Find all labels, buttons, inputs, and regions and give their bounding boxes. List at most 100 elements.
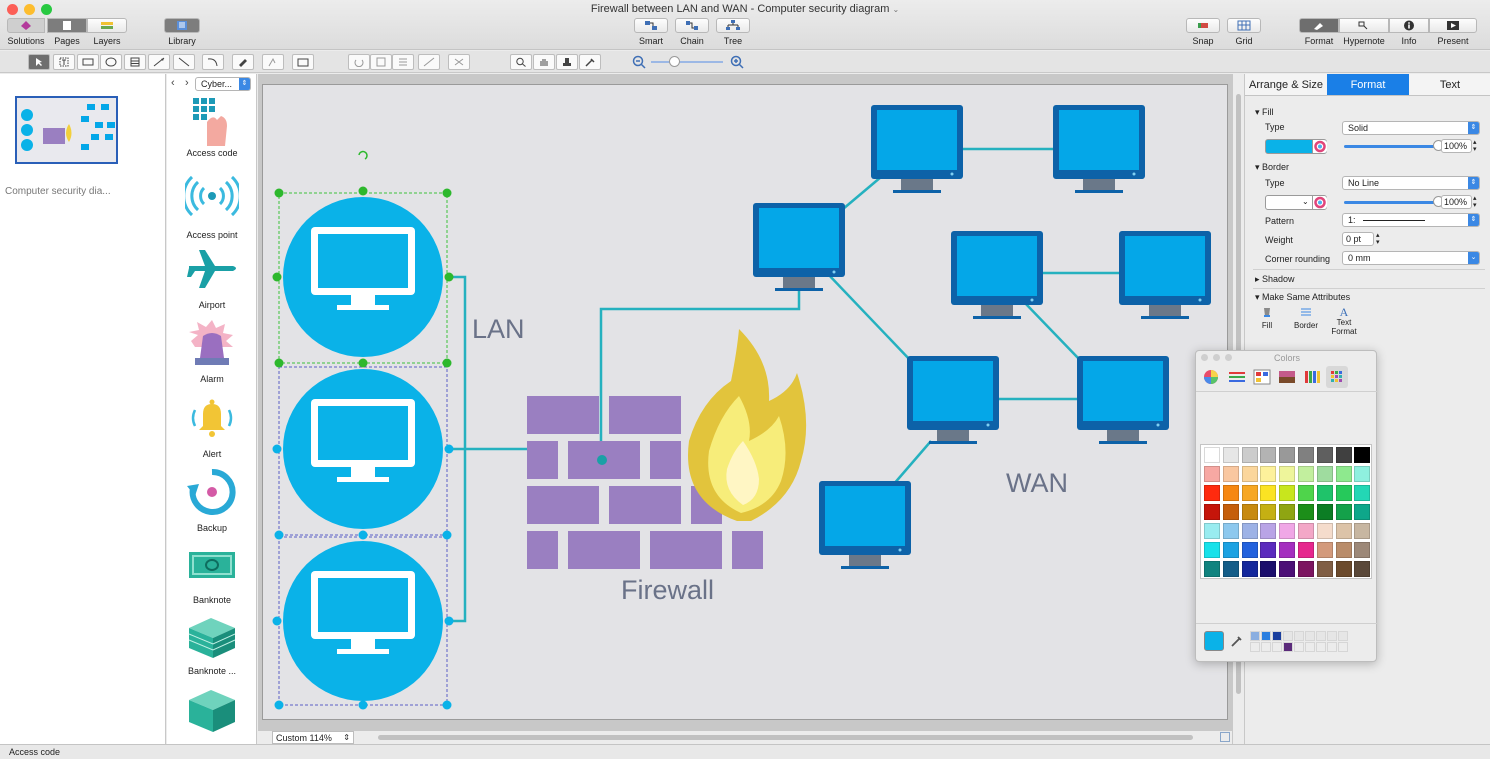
- zoom-slider-knob[interactable]: [669, 56, 680, 67]
- color-swatch[interactable]: [1222, 561, 1239, 577]
- color-swatch[interactable]: [1260, 466, 1277, 482]
- color-swatch[interactable]: [1354, 523, 1371, 539]
- border-opacity-stepper[interactable]: ▴▾: [1473, 195, 1477, 209]
- color-swatch[interactable]: [1335, 466, 1352, 482]
- library-item-access-code[interactable]: Access code: [167, 94, 257, 158]
- zoom-out-icon[interactable]: [632, 55, 646, 72]
- color-swatch[interactable]: [1335, 504, 1352, 520]
- fill-opacity-stepper[interactable]: ▴▾: [1473, 139, 1477, 153]
- pencils-icon[interactable]: [1303, 369, 1321, 388]
- lan-computer-2[interactable]: [283, 369, 443, 529]
- color-swatch[interactable]: [1316, 561, 1333, 577]
- make-same-section-toggle[interactable]: ▾ Make Same Attributes: [1255, 292, 1351, 302]
- color-swatch[interactable]: [1204, 447, 1220, 463]
- favorite-swatch[interactable]: [1327, 642, 1337, 652]
- color-swatch[interactable]: [1279, 504, 1296, 520]
- align-tool-button[interactable]: [392, 54, 414, 70]
- select-tool-button[interactable]: [28, 54, 50, 70]
- fill-color-picker-icon[interactable]: [1312, 140, 1327, 153]
- color-swatch[interactable]: [1279, 466, 1296, 482]
- zoom-in-icon[interactable]: [730, 55, 744, 72]
- color-swatch[interactable]: [1260, 523, 1277, 539]
- color-swatch[interactable]: [1241, 447, 1258, 463]
- ellipse-tool-button[interactable]: [100, 54, 122, 70]
- color-swatch[interactable]: [1316, 504, 1333, 520]
- border-color-picker-icon[interactable]: [1312, 196, 1327, 209]
- color-swatch[interactable]: [1204, 504, 1220, 520]
- pen-tool-button[interactable]: [232, 54, 254, 70]
- color-swatch[interactable]: [1260, 561, 1277, 577]
- wan-computer-5[interactable]: [1119, 231, 1211, 319]
- color-swatch[interactable]: [1279, 447, 1296, 463]
- color-swatch[interactable]: [1335, 542, 1352, 558]
- library-item-banknote[interactable]: Banknote: [167, 544, 257, 605]
- color-swatch[interactable]: [1279, 542, 1296, 558]
- color-swatch[interactable]: [1354, 466, 1371, 482]
- image-palettes-icon[interactable]: [1278, 369, 1296, 388]
- snap-button[interactable]: Snap: [1186, 18, 1220, 46]
- color-swatch[interactable]: [1335, 561, 1352, 577]
- color-swatch[interactable]: [1204, 542, 1220, 558]
- distribute-tool-button[interactable]: [418, 54, 440, 70]
- color-swatch[interactable]: [1260, 542, 1277, 558]
- library-dropdown[interactable]: Cyber...⇕: [195, 77, 251, 91]
- smart-connector-button[interactable]: Smart: [634, 18, 668, 46]
- favorite-swatch[interactable]: [1272, 642, 1282, 652]
- library-item-access-point[interactable]: Access point: [167, 174, 257, 240]
- favorite-swatch[interactable]: [1338, 642, 1348, 652]
- border-opacity-slider[interactable]: [1344, 201, 1436, 204]
- color-swatch[interactable]: [1204, 561, 1220, 577]
- wan-computer-2[interactable]: [1053, 105, 1145, 193]
- flip-tool-button[interactable]: [448, 54, 470, 70]
- drawing-canvas[interactable]: LAN WAN Firewall: [262, 84, 1228, 720]
- weight-stepper[interactable]: ▴▾: [1376, 232, 1380, 246]
- favorite-swatch[interactable]: [1305, 631, 1315, 641]
- chain-button[interactable]: Chain: [675, 18, 709, 46]
- make-same-fill-button[interactable]: Fill: [1255, 306, 1279, 330]
- tab-text[interactable]: Text: [1409, 74, 1490, 96]
- fill-opacity-slider[interactable]: [1344, 145, 1436, 148]
- border-section-toggle[interactable]: ▾ Border: [1255, 162, 1290, 172]
- favorite-swatch[interactable]: [1272, 631, 1282, 641]
- color-swatch[interactable]: [1222, 542, 1239, 558]
- color-swatch[interactable]: [1241, 542, 1258, 558]
- horizontal-scroll-thumb[interactable]: [378, 735, 1193, 740]
- color-swatch[interactable]: [1298, 542, 1314, 558]
- info-button[interactable]: Info: [1389, 18, 1429, 46]
- color-swatch[interactable]: [1335, 523, 1352, 539]
- group-tool-button[interactable]: [370, 54, 392, 70]
- color-swatch[interactable]: [1316, 466, 1333, 482]
- color-swatch-grid[interactable]: [1200, 444, 1372, 579]
- eyedropper-icon[interactable]: [1230, 634, 1244, 651]
- present-button[interactable]: Present: [1429, 18, 1477, 46]
- favorite-swatch[interactable]: [1338, 631, 1348, 641]
- favorite-swatch[interactable]: [1250, 631, 1260, 641]
- tree-button[interactable]: Tree: [716, 18, 750, 46]
- color-swatch[interactable]: [1260, 485, 1277, 501]
- color-swatch[interactable]: [1241, 504, 1258, 520]
- color-grid-tab[interactable]: [1326, 366, 1348, 388]
- color-swatch[interactable]: [1241, 523, 1258, 539]
- zoom-window-button[interactable]: [41, 4, 52, 15]
- color-swatch[interactable]: [1222, 485, 1239, 501]
- text-box-tool-button[interactable]: [53, 54, 75, 70]
- minimize-window-button[interactable]: [24, 4, 35, 15]
- shadow-section-toggle[interactable]: ▸ Shadow: [1255, 274, 1295, 284]
- favorite-swatch[interactable]: [1305, 642, 1315, 652]
- table-tool-button[interactable]: [124, 54, 146, 70]
- library-forward-icon[interactable]: ›: [185, 77, 189, 89]
- border-color-well[interactable]: ⌄: [1265, 195, 1327, 210]
- color-swatch[interactable]: [1260, 504, 1277, 520]
- color-swatch[interactable]: [1316, 542, 1333, 558]
- favorite-swatch[interactable]: [1283, 642, 1293, 652]
- favorite-swatch[interactable]: [1316, 642, 1326, 652]
- colors-zoom-button[interactable]: [1225, 354, 1232, 361]
- border-opacity-field[interactable]: 100%: [1441, 195, 1472, 209]
- hypernote-button[interactable]: Hypernote: [1339, 18, 1389, 46]
- rotate-tool-button[interactable]: [348, 54, 370, 70]
- wan-computer-7[interactable]: [1077, 356, 1169, 444]
- line-tool-button[interactable]: [148, 54, 170, 70]
- color-swatch[interactable]: [1354, 561, 1371, 577]
- stamp-tool-button[interactable]: [556, 54, 578, 70]
- library-item-backup[interactable]: Backup: [167, 468, 257, 533]
